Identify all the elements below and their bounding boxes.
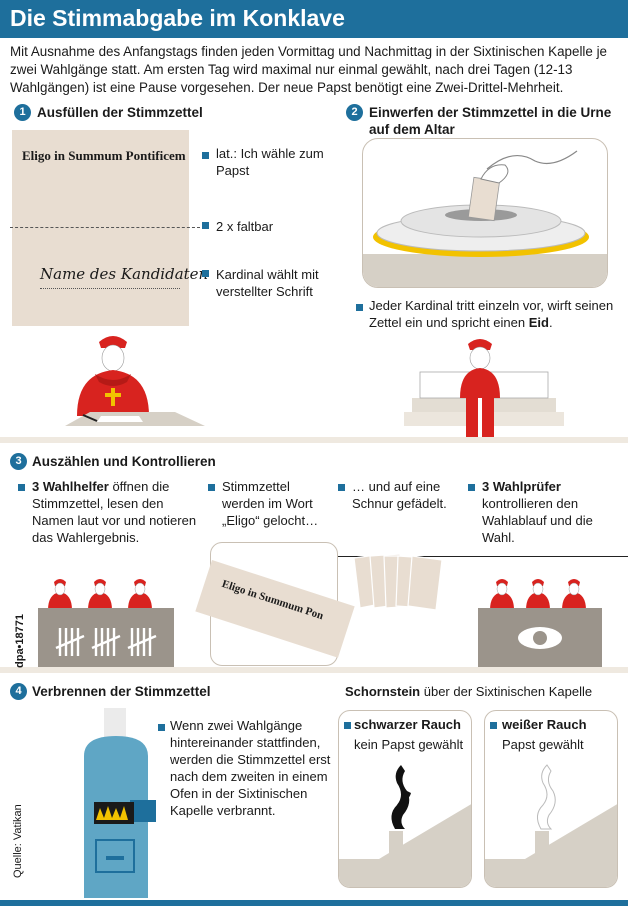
bullet-icon — [202, 270, 209, 277]
urn-panel — [362, 138, 608, 288]
black-smoke-illustration — [339, 765, 471, 887]
divider-1 — [0, 437, 628, 443]
page-title: Die Stimmabgabe im Konklave — [10, 5, 345, 31]
step-1-number: 1 — [14, 104, 31, 121]
bullet-icon — [468, 484, 475, 491]
chimney-bold: Schornstein — [345, 684, 421, 699]
white-smoke-illustration — [485, 764, 617, 887]
step-2-note-end: . — [548, 315, 553, 330]
thread-line — [338, 556, 628, 557]
step-1-title: Ausfüllen der Stimmzettel — [37, 105, 203, 120]
dpa-credit: dpa•18771 — [14, 614, 26, 668]
bottom-bar — [0, 900, 628, 906]
white-smoke-panel — [484, 710, 618, 888]
step-4-note: Wenn zwei Wahlgänge hintereinander statt… — [170, 718, 331, 818]
step-3-helpers: 3 Wahlhelfer öffnen die Stimmzettel, les… — [32, 478, 202, 546]
intro-text: Mit Ausnahme des Anfangstags finden jede… — [10, 44, 607, 95]
fold-line — [10, 227, 200, 228]
step-2-number: 2 — [346, 104, 363, 121]
step-3-threaded: … und auf eine Schnur gefädelt. — [352, 479, 447, 511]
bullet-icon — [18, 484, 25, 491]
bullet-icon — [202, 222, 209, 229]
note-latin: lat.: Ich wähle zum Papst — [216, 146, 324, 178]
threaded-ballots-illustration — [353, 553, 443, 611]
step-3-title: Auszählen und Kontrollieren — [32, 454, 216, 469]
inspectors-text: kontrollieren den Wahlablauf und die Wah… — [482, 496, 593, 545]
step-3-inspectors: 3 Wahlprüfer kontrollieren den Wahlablau… — [482, 478, 622, 546]
note-handwriting: Kardinal wählt mit verstellter Schrift — [216, 267, 319, 299]
bullet-icon — [208, 484, 215, 491]
step-3-punched: Stimmzettel werden im Wort „Eligo“ geloc… — [222, 479, 319, 528]
black-smoke-panel — [338, 710, 472, 888]
step-2-title: Einwerfen der Stimmzettel in die Urne au… — [369, 105, 612, 137]
inspectors-bold: 3 Wahlprüfer — [482, 479, 561, 494]
step-2-note-bold: Eid — [528, 315, 549, 330]
step-3-number: 3 — [10, 453, 27, 470]
urn-illustration — [363, 150, 607, 287]
source-credit: Quelle: Vatikan — [12, 804, 24, 878]
step-2-note: Jeder Kardinal tritt einzeln vor, wirft … — [369, 297, 619, 331]
note-foldable: 2 x faltbar — [216, 219, 274, 234]
chimney-rest: über der Sixtinischen Kapelle — [420, 684, 593, 699]
candidate-underline — [40, 288, 180, 289]
step-2-note-text: Jeder Kardinal tritt einzeln vor, wirft … — [369, 298, 614, 330]
chimney-heading: Schornstein über der Sixtinischen Kapell… — [345, 683, 592, 700]
divider-2 — [0, 667, 628, 673]
bullet-icon — [490, 722, 497, 729]
helpers-text: öffnen die Stimmzettel, lesen den Namen … — [32, 479, 197, 545]
candidate-name-text: Name des Kandidaten — [40, 265, 209, 283]
step-4-title: Verbrennen der Stimmzettel — [32, 684, 211, 699]
white-smoke-title: weißer Rauch — [502, 717, 587, 732]
bullet-icon — [158, 724, 165, 731]
inspectors-illustration — [478, 579, 602, 668]
black-smoke-title: schwarzer Rauch — [354, 717, 461, 732]
helpers-bold: 3 Wahlhelfer — [32, 479, 109, 494]
bullet-icon — [202, 152, 209, 159]
header-bar — [0, 0, 628, 38]
ballot-header-text: Eligo in Summum Pontificem — [22, 148, 186, 163]
scrutineers-illustration — [38, 579, 174, 668]
step-4-number: 4 — [10, 683, 27, 700]
bullet-icon — [356, 304, 363, 311]
bullet-icon — [338, 484, 345, 491]
dpa-credit-text: dpa•18771 — [14, 614, 26, 668]
black-smoke-text: kein Papst gewählt — [354, 737, 464, 752]
bullet-icon — [344, 722, 351, 729]
white-smoke-text: Papst gewählt — [502, 737, 584, 752]
ballot-paper — [12, 130, 189, 326]
source-credit-text: Quelle: Vatikan — [12, 804, 24, 878]
cardinal-altar-illustration — [404, 339, 564, 438]
cardinal-writing-illustration — [65, 336, 205, 426]
oven-illustration — [84, 708, 156, 898]
